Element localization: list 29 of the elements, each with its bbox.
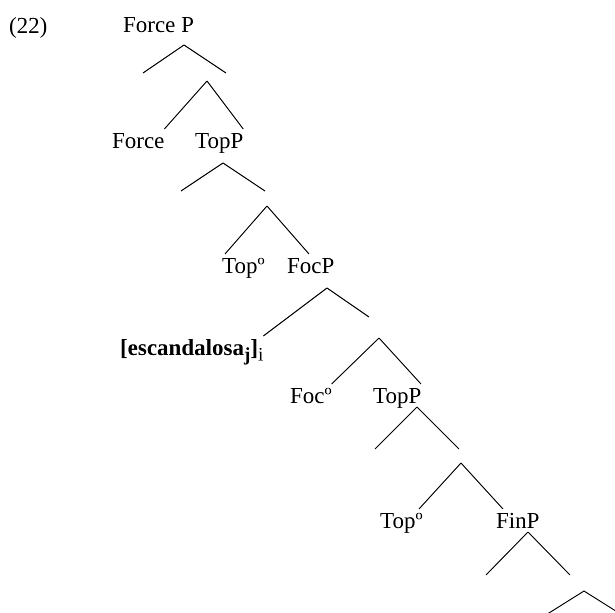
node-label: Topº (380, 509, 423, 532)
tree-branch (378, 338, 422, 384)
tree-branch (206, 80, 244, 130)
tree-branch (486, 532, 528, 576)
node-label: Force (112, 129, 164, 152)
tree-branch (224, 206, 268, 254)
tree-branch (142, 44, 184, 74)
node-label: FocP (287, 254, 334, 277)
tree-branch (184, 44, 226, 74)
node-label: TopP (373, 384, 422, 407)
tree-branch (180, 162, 224, 192)
tree-branch (460, 462, 504, 510)
tree-branch (164, 80, 208, 130)
tree-branch (222, 162, 266, 192)
tree-branch (263, 288, 328, 336)
node-label: Topº (222, 254, 265, 277)
node-label: TopP (195, 129, 244, 152)
tree-branch (418, 462, 462, 510)
tree-branch (326, 288, 370, 318)
example-number: (22) (9, 14, 48, 37)
node-label: Force P (123, 13, 194, 36)
phrase-label: [escandalosa$_{j}$]$_{i}$ (120, 336, 264, 365)
tree-branch (528, 532, 570, 576)
tree-branch (374, 406, 418, 450)
tree-branch (266, 206, 310, 254)
tree-branch (331, 338, 380, 384)
node-label: Focº (290, 384, 332, 407)
tree-branch (416, 406, 460, 450)
node-label: FinP (496, 509, 540, 532)
